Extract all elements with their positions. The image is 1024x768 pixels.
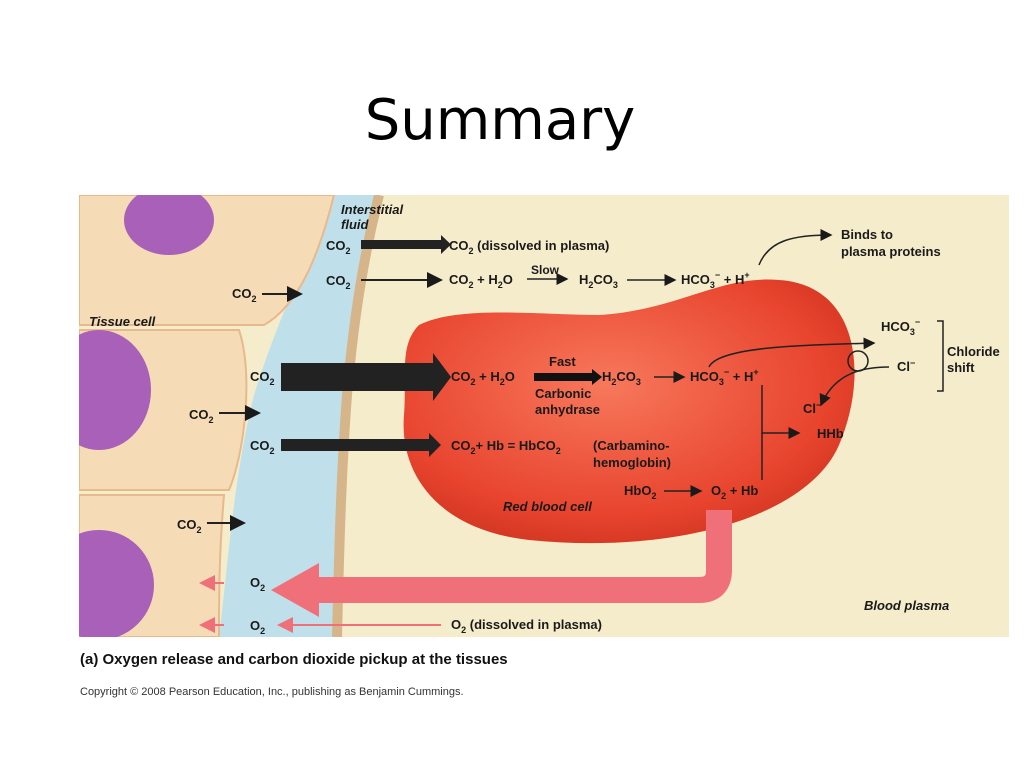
figure-caption: (a) Oxygen release and carbon dioxide pi… xyxy=(80,651,508,668)
nucleus xyxy=(124,195,214,255)
chem-co2: CO2 xyxy=(250,369,275,387)
binds-label-1: Binds to xyxy=(841,227,893,242)
co2-fast-arrow xyxy=(281,363,433,391)
binds-label-2: plasma proteins xyxy=(841,244,941,259)
nucleus xyxy=(79,530,154,637)
copyright-notice: Copyright © 2008 Pearson Education, Inc.… xyxy=(80,686,464,698)
label-shift: shift xyxy=(947,360,975,375)
chem-co2: CO2 xyxy=(326,273,351,291)
label-chloride: Chloride xyxy=(947,344,1000,359)
capillary-wall xyxy=(332,195,384,637)
chem-co2: CO2 xyxy=(232,286,257,304)
nucleus xyxy=(79,330,151,450)
gas-exchange-diagram: Interstitial fluid Tissue cell Red blood… xyxy=(79,195,1009,637)
carbonic-label: Carbonic xyxy=(535,386,591,401)
chem-co2: CO2 xyxy=(250,438,275,456)
label-tissue-cell: Tissue cell xyxy=(89,314,156,329)
chem-co2: CO2 xyxy=(326,238,351,256)
co2-hb-text: CO2+ Hb = HbCO2 xyxy=(451,438,561,456)
chem-co2: CO2 xyxy=(177,517,202,535)
o2-dissolved-text: O2 (dissolved in plasma) xyxy=(451,617,602,635)
hbo2-text: HbO2 xyxy=(624,483,656,501)
co2-arrow-head xyxy=(441,235,451,254)
o2-release-arrow xyxy=(319,510,732,603)
chloride-bracket xyxy=(937,320,944,392)
diagram-svg: Interstitial fluid Tissue cell Red blood… xyxy=(79,195,1009,637)
page-title: Summary xyxy=(364,88,636,153)
chem-co2: CO2 xyxy=(189,407,214,425)
transporter xyxy=(847,350,869,372)
binds-arrow xyxy=(758,229,833,266)
red-blood-cell xyxy=(403,279,855,544)
fast-label: Fast xyxy=(549,354,576,369)
slow-label: Slow xyxy=(531,263,560,277)
label-blood-plasma: Blood plasma xyxy=(864,598,949,613)
co2-arrow xyxy=(361,240,441,249)
anhydrase-label: anhydrase xyxy=(535,402,600,417)
hhb-text: HHb xyxy=(817,426,844,441)
label-red-blood-cell: Red blood cell xyxy=(503,499,592,514)
co2-fast-arrow-head xyxy=(433,353,451,401)
label-fluid: fluid xyxy=(341,217,369,232)
carbamino-label: (Carbamino- xyxy=(593,438,670,453)
co2-h2o-rbc-text: CO2 + H2O xyxy=(451,369,515,387)
hco3-out-arrow xyxy=(708,337,876,368)
o2-release-arrow-head xyxy=(271,563,319,617)
co2-hb-arrow xyxy=(281,439,429,451)
co2-h2o-text: CO2 + H2O xyxy=(449,272,513,290)
fast-arrow-head xyxy=(592,369,602,385)
co2-dissolved-text: CO2 (dissolved in plasma) xyxy=(449,238,609,256)
hemoglobin-label: hemoglobin) xyxy=(593,455,671,470)
cl-in-arrow xyxy=(819,366,890,407)
fast-arrow xyxy=(534,373,592,381)
co2-hb-arrow-head xyxy=(429,433,441,457)
label-interstitial: Interstitial xyxy=(341,202,404,217)
